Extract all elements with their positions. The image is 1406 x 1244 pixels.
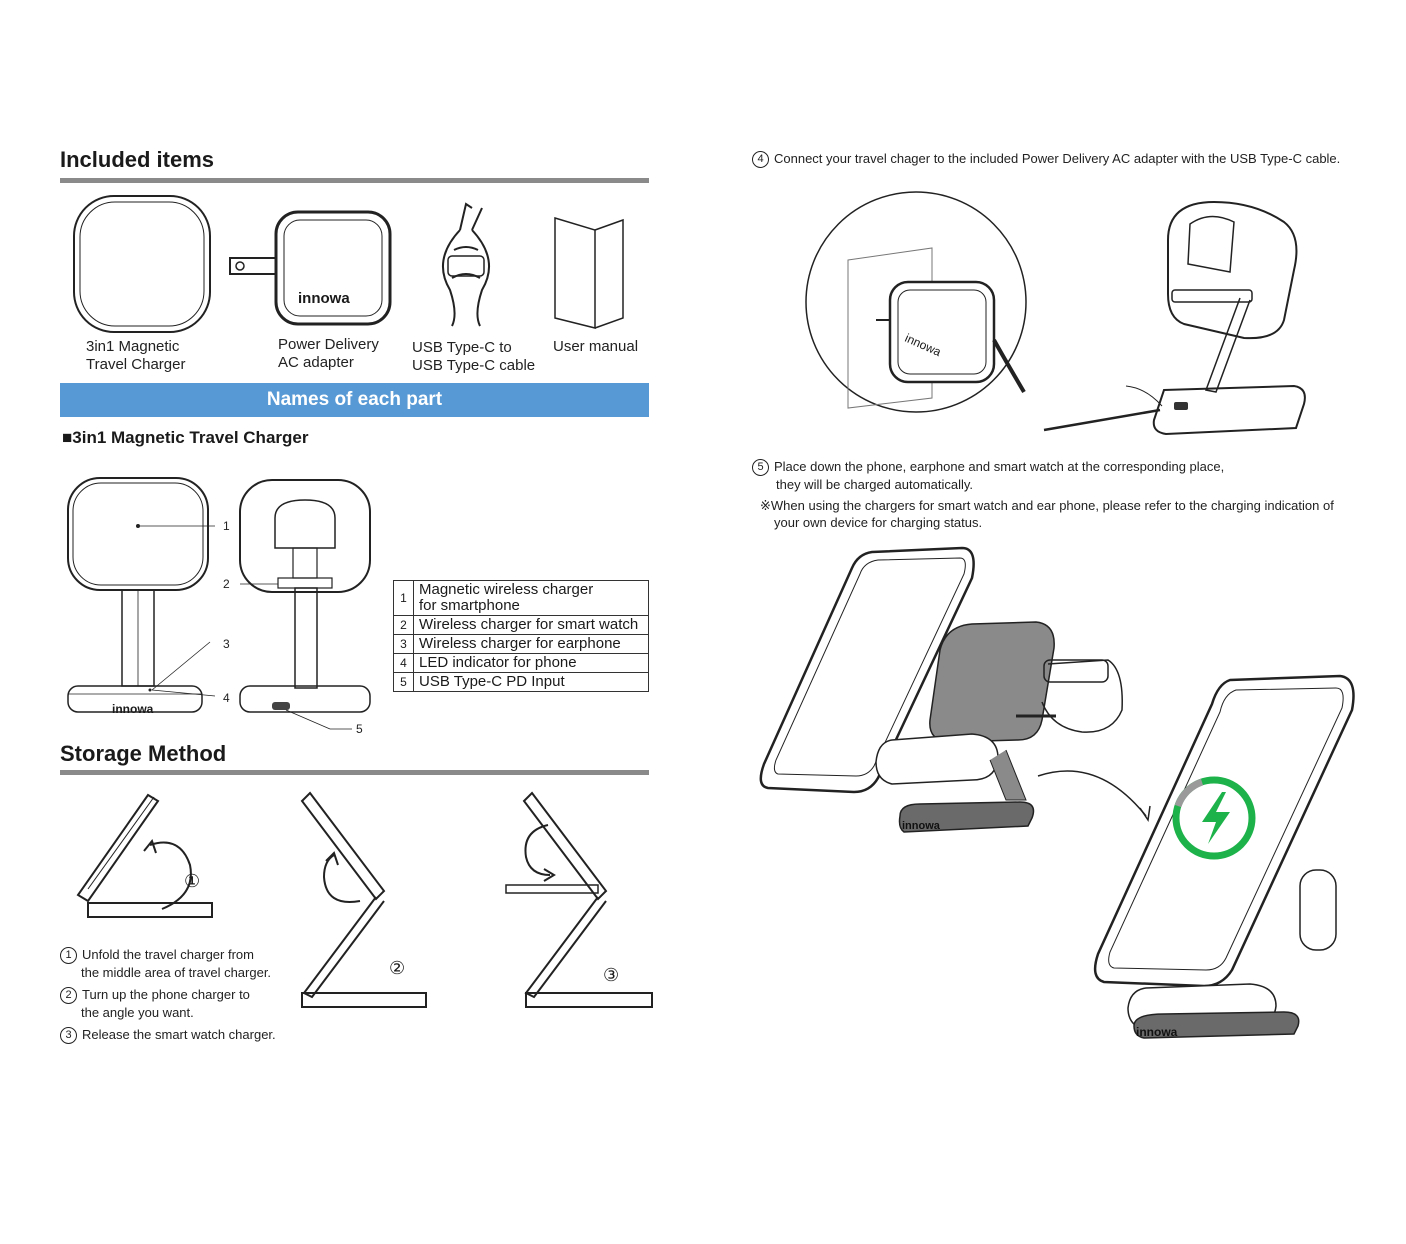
item-label-manual: User manual <box>553 338 639 355</box>
included-items-title: Included items <box>60 147 215 172</box>
step-number-circle: 3 <box>60 1027 77 1045</box>
part-name: Wireless charger for earphone <box>413 634 649 654</box>
part-name: LED indicator for phone <box>413 653 649 673</box>
step-text: they will be charged automatically. <box>776 477 974 493</box>
item-label-line: USB Type-C to <box>412 339 512 356</box>
step-text: the angle you want. <box>81 1005 194 1021</box>
included-items-illustrations <box>73 195 624 333</box>
step-number-circle: 1 <box>60 947 77 965</box>
connection-illustration <box>805 191 1306 436</box>
storage-mark-2: ② <box>389 958 406 978</box>
item-label-charger: 3in1 Magnetic Travel Charger <box>86 338 185 374</box>
callout-4: 4 <box>223 691 230 705</box>
part-number: 2 <box>393 615 414 635</box>
item-label-cable: USB Type-C to USB Type-C cable <box>412 339 535 375</box>
part-name: USB Type-C PD Input <box>413 672 649 692</box>
step-text: Connect your travel chager to the includ… <box>774 151 1341 166</box>
step-4-instruction: 4 Connect your travel chager to the inclu… <box>752 150 1341 169</box>
step-text: Turn up the phone charger to <box>82 987 250 1002</box>
storage-step-3: 3 Release the smart watch charger. <box>60 1026 276 1045</box>
callout-3: 3 <box>223 637 230 651</box>
charger-brand-logo: innowa <box>112 702 154 716</box>
note-text: ※When using the chargers for smart watch… <box>760 498 1334 513</box>
item-label-line: AC adapter <box>278 354 354 371</box>
storage-step-2: 2 Turn up the phone charger to the angle … <box>60 986 250 1021</box>
storage-method-title: Storage Method <box>60 741 227 766</box>
part-name: Wireless charger for smart watch <box>413 615 649 635</box>
part-name-line: for smartphone <box>419 597 520 614</box>
item-label-line: USB Type-C cable <box>412 357 536 374</box>
item-label-line: Power Delivery <box>278 336 379 353</box>
base-brand-logo: innowa <box>902 820 940 832</box>
storage-illustrations <box>76 791 653 1008</box>
title-rule <box>60 178 649 183</box>
part-number: 4 <box>393 653 414 673</box>
part-number: 1 <box>393 580 414 616</box>
table-row: 4 LED indicator for phone <box>393 653 649 673</box>
adapter-brand-logo: innowa <box>298 290 350 307</box>
callout-5: 5 <box>356 722 363 736</box>
placement-illustration <box>759 546 1355 1039</box>
table-row: 5 USB Type-C PD Input <box>393 672 649 692</box>
table-row: 2 Wireless charger for smart watch <box>393 615 649 635</box>
step-number-circle: 4 <box>752 151 769 169</box>
part-name-line: Magnetic wireless charger <box>419 581 594 598</box>
step-text: the middle area of travel charger. <box>81 965 272 981</box>
step-number-circle: 5 <box>752 459 769 477</box>
step-text: Place down the phone, earphone and smart… <box>774 459 1225 474</box>
item-label-adapter: Power Delivery AC adapter <box>278 336 379 372</box>
base-brand-logo: innowa <box>1136 1025 1178 1039</box>
step-text: Release the smart watch charger. <box>82 1027 276 1042</box>
callout-2: 2 <box>223 577 230 591</box>
storage-mark-3: ③ <box>603 965 620 985</box>
callout-1: 1 <box>223 519 230 533</box>
charging-note: ※When using the chargers for smart watch… <box>760 497 1334 531</box>
title-rule <box>60 770 649 775</box>
part-number: 3 <box>393 634 414 654</box>
step-text: Unfold the travel charger from <box>82 947 254 962</box>
charger-heading: ■3in1 Magnetic Travel Charger <box>62 428 309 447</box>
step-5-instruction: 5 Place down the phone, earphone and smar… <box>752 458 1224 493</box>
charger-diagram <box>67 477 371 730</box>
table-row: 3 Wireless charger for earphone <box>393 634 649 654</box>
names-of-each-part-bar: Names of each part <box>60 383 649 417</box>
storage-step-1: 1 Unfold the travel charger from the midd… <box>60 946 271 981</box>
storage-mark-1: ① <box>184 871 201 891</box>
part-number: 5 <box>393 672 414 692</box>
item-label-line: 3in1 Magnetic <box>86 338 180 355</box>
note-text: your own device for charging status. <box>774 515 983 530</box>
item-label-line: Travel Charger <box>86 356 186 373</box>
step-number-circle: 2 <box>60 987 77 1005</box>
